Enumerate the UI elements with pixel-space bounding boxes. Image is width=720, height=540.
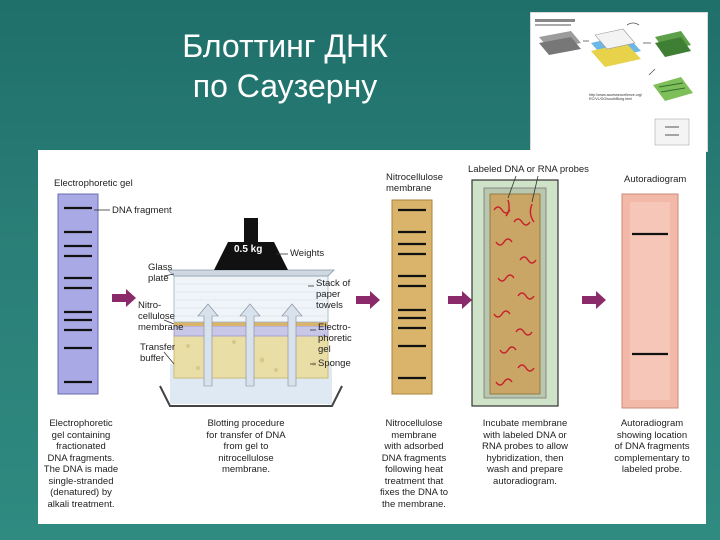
membrane-in-bag	[489, 193, 541, 395]
label-sponge: Sponge	[318, 358, 351, 369]
title-line-1: Блоттинг ДНК	[182, 28, 388, 64]
label-nitrocellulose-membrane-apparatus: Nitro- cellulose membrane	[138, 300, 184, 333]
autoradiogram-bands	[632, 232, 668, 356]
label-stack-paper-towels: Stack of paper towels	[316, 278, 351, 311]
gel-bands	[64, 206, 92, 384]
label-weight-value: 0.5 kg	[234, 244, 263, 255]
weight-block	[214, 242, 288, 270]
label-weights: Weights	[290, 248, 325, 259]
autoradiogram-inner	[630, 202, 670, 400]
thumbnail-drawing	[535, 19, 693, 146]
label-electrophoretic-gel: Electrophoretic gel	[54, 178, 133, 189]
title-line-2: по Саузерну	[192, 68, 378, 104]
arrow-4	[582, 291, 606, 309]
caption-step-5: Autoradiogram showing location of DNA fr…	[614, 418, 690, 475]
caption-step-3: Nitrocellulose membrane with adsorbed DN…	[379, 418, 449, 510]
southern-blot-diagram: Electrophoretic gel DNA fragment 0.5 kg …	[38, 150, 706, 524]
membrane-bands	[398, 208, 426, 380]
caption-step-4: Incubate membrane with labeled DNA or RN…	[481, 418, 569, 487]
label-labeled-probes: Labeled DNA or RNA probes	[468, 164, 589, 175]
diagram-drawing	[57, 175, 679, 409]
label-nitrocellulose-membrane: Nitrocellulose membrane	[386, 172, 444, 194]
electrophoretic-gel-strip	[57, 193, 99, 395]
label-electrophoretic-gel-apparatus: Electro- phoretic gel	[318, 322, 352, 355]
flow-arrows	[197, 303, 303, 387]
arrow-1	[112, 289, 136, 307]
slide-title: Блоттинг ДНК по Саузерну	[120, 26, 450, 106]
caption-step-2: Blotting procedure for transfer of DNA f…	[206, 418, 286, 475]
arrow-2	[356, 291, 380, 309]
weight-handle	[244, 218, 258, 242]
label-dna-fragment: DNA fragment	[112, 205, 172, 216]
transfer-tray	[159, 385, 343, 407]
label-autoradiogram: Autoradiogram	[624, 174, 687, 185]
probe-squiggles	[493, 199, 537, 386]
glass-plate	[167, 269, 335, 277]
thumbnail-url: http://www.accessexcellence.org/ RC/VL/G…	[589, 93, 642, 101]
caption-step-1: Electrophoretic gel containing fractiona…	[43, 418, 119, 510]
label-transfer-buffer: Transfer buffer	[140, 342, 176, 364]
thumbnail-image: http://www.accessexcellence.org/ RC/VL/G…	[530, 12, 708, 152]
label-glass-plate: Glass plate	[148, 262, 173, 284]
nitrocellulose-membrane-strip	[391, 199, 433, 395]
arrow-3	[448, 291, 472, 309]
